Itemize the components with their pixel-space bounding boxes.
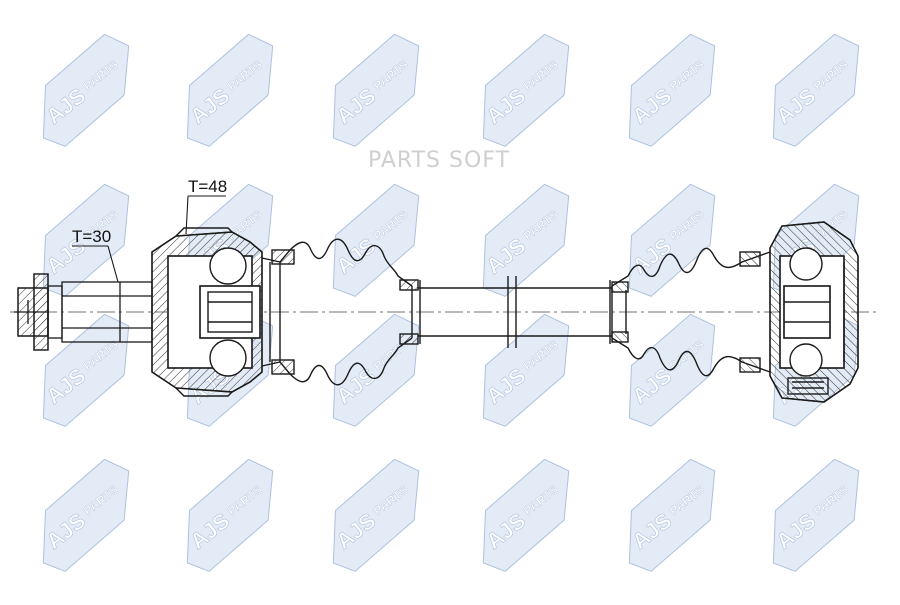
spline-count-label-left: T=30 xyxy=(72,227,111,246)
left-spline-stub xyxy=(14,273,153,351)
shaft-bar xyxy=(418,276,612,348)
right-cv-joint xyxy=(769,221,859,403)
dimension-annotations xyxy=(72,195,226,283)
left-cv-joint xyxy=(151,227,281,397)
overlay-watermark-text: PARTS SOFT xyxy=(368,148,510,173)
right-boot xyxy=(611,247,771,377)
spline-count-label-inner: T=48 xyxy=(188,177,227,196)
left-boot xyxy=(271,238,419,386)
